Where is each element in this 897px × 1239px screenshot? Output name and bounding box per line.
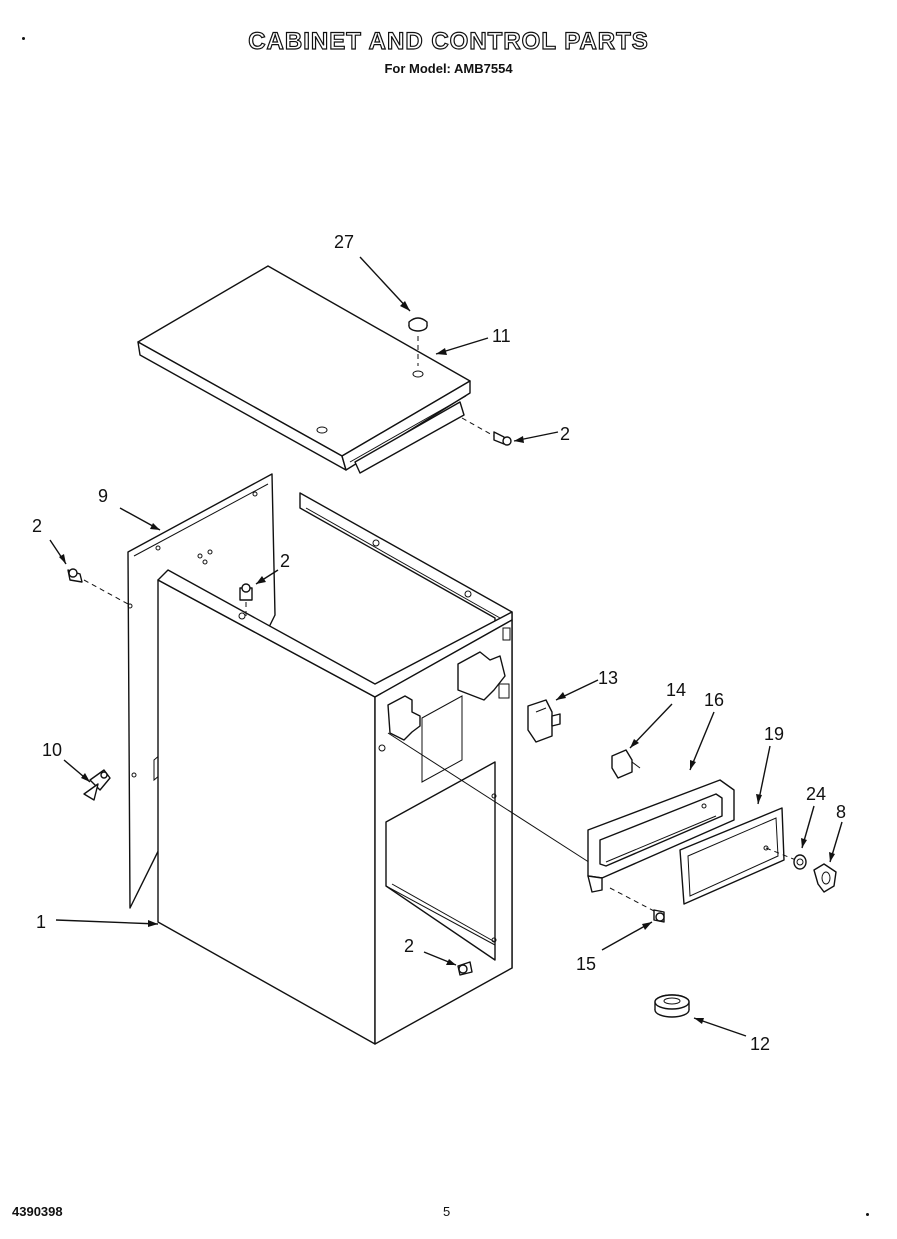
callout-2-inner: 2 <box>280 551 290 571</box>
leveling-foot <box>654 994 690 1018</box>
clip <box>83 769 111 801</box>
page-title: CABINET AND CONTROL PARTS <box>248 27 649 55</box>
callout-2-left: 2 <box>32 516 42 536</box>
document-number: 4390398 <box>12 1204 63 1219</box>
screw-top-right <box>493 431 512 446</box>
spacer <box>793 854 807 870</box>
page-number: 5 <box>443 1204 451 1219</box>
callout-14: 14 <box>666 680 686 700</box>
screw-inner <box>239 583 253 601</box>
screw-bottom <box>457 961 473 976</box>
callout-27: 27 <box>334 232 354 252</box>
callout-19: 19 <box>764 724 784 744</box>
corner-mark-top-left <box>22 37 25 40</box>
leader-lines <box>49 256 843 1037</box>
callout-10: 10 <box>42 740 62 760</box>
indicator-light <box>611 749 641 779</box>
cabinet-top <box>137 265 471 474</box>
callout-labels: 27 11 2 9 2 2 13 14 16 19 24 8 10 1 15 2… <box>32 232 846 1054</box>
callout-2-top: 2 <box>560 424 570 444</box>
control-console <box>587 779 735 893</box>
main-cabinet <box>157 492 513 1045</box>
callout-9: 9 <box>98 486 108 506</box>
callout-12: 12 <box>750 1034 770 1054</box>
plug-button <box>408 317 428 332</box>
callout-1: 1 <box>36 912 46 932</box>
callout-2-bottom: 2 <box>404 936 414 956</box>
callout-11: 11 <box>492 326 511 346</box>
model-subtitle: For Model: AMB7554 <box>384 61 513 76</box>
switch <box>527 699 561 743</box>
callout-16: 16 <box>704 690 724 710</box>
control-knob <box>813 863 837 893</box>
callout-13: 13 <box>598 668 618 688</box>
control-panel-overlay <box>679 807 785 905</box>
screw-left <box>67 568 83 583</box>
screw-panel <box>653 909 665 923</box>
callout-24: 24 <box>806 784 826 804</box>
callout-8: 8 <box>836 802 846 822</box>
corner-mark-bottom-right <box>866 1213 869 1216</box>
callout-15: 15 <box>576 954 596 974</box>
